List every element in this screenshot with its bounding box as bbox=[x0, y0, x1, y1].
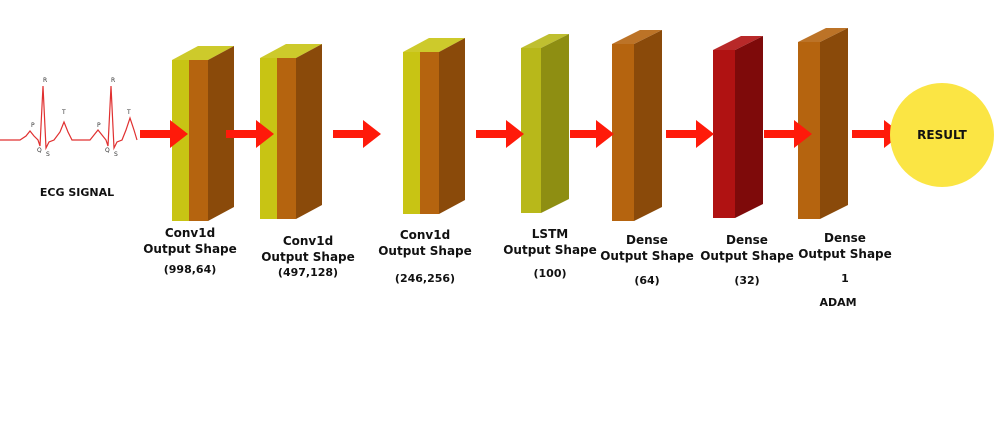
layer-name: Dense bbox=[626, 233, 668, 247]
ecg-waveform bbox=[0, 85, 138, 151]
output-shape-title: Output Shape bbox=[378, 244, 472, 258]
layer-block-front bbox=[798, 42, 820, 219]
output-shape-value: (64) bbox=[634, 274, 660, 287]
ecg-signal-label: ECG SIGNAL bbox=[39, 186, 115, 199]
output-shape-title: Output Shape bbox=[261, 250, 355, 264]
layer-block-side bbox=[820, 28, 848, 219]
output-shape-title: Output Shape bbox=[798, 247, 892, 261]
layer-block-6 bbox=[713, 36, 763, 218]
output-shape-title: Output Shape bbox=[143, 242, 237, 256]
output-shape-title: Output Shape bbox=[700, 249, 794, 263]
ecg-marker-q: Q bbox=[37, 147, 42, 154]
layer-block-4 bbox=[521, 34, 569, 213]
layer-name: Conv1d bbox=[164, 226, 216, 240]
layer-block-top bbox=[612, 30, 662, 44]
layer-block-7 bbox=[798, 28, 848, 219]
ecg-signal-graphic: P Q R S T P Q R S T bbox=[0, 77, 138, 158]
output-shape-value: (100) bbox=[533, 267, 567, 280]
result-label: RESULT bbox=[917, 128, 967, 142]
flow-arrow-4 bbox=[476, 120, 524, 148]
ecg-marker-s: S bbox=[114, 151, 118, 158]
layer-block-side bbox=[296, 44, 322, 219]
layer-block-5 bbox=[612, 30, 662, 221]
layer-block-front bbox=[612, 44, 634, 221]
ecg-marker-r: R bbox=[43, 77, 47, 84]
layer-name: Dense bbox=[726, 233, 768, 247]
layer-name: Dense bbox=[824, 231, 866, 245]
flow-arrow-3 bbox=[333, 120, 381, 148]
ecg-marker-p: P bbox=[97, 122, 101, 129]
layer-block-front bbox=[713, 50, 735, 218]
layer-block-side bbox=[439, 38, 465, 214]
layer-block-front bbox=[521, 48, 541, 213]
flow-arrow-2 bbox=[226, 120, 274, 148]
optimizer-label: ADAM bbox=[819, 296, 857, 309]
layer-block-accent bbox=[172, 60, 189, 221]
ecg-marker-r: R bbox=[111, 77, 115, 84]
layer-block-side bbox=[208, 46, 234, 221]
result-circle bbox=[890, 83, 994, 187]
output-shape-value: (32) bbox=[734, 274, 760, 287]
layer-name: Conv1d bbox=[399, 228, 451, 242]
layer-block-accent bbox=[403, 52, 420, 214]
layer-label-4: LSTM Output Shape bbox=[503, 226, 597, 258]
flow-arrow-7 bbox=[764, 120, 812, 148]
flow-arrow-1 bbox=[140, 120, 188, 148]
flow-arrow-6 bbox=[666, 120, 714, 148]
ecg-marker-s: S bbox=[46, 151, 50, 158]
layer-block-top bbox=[798, 28, 848, 42]
ecg-marker-q: Q bbox=[105, 147, 110, 154]
layer-block-top bbox=[172, 46, 234, 60]
output-shape-value: 1 bbox=[841, 272, 849, 285]
output-shape-value: (246,256) bbox=[394, 272, 456, 285]
output-shape-title: Output Shape bbox=[503, 243, 597, 257]
output-shape-value: (497,128) bbox=[277, 266, 339, 279]
result-node: RESULT bbox=[890, 83, 994, 187]
layer-name: Conv1d bbox=[282, 234, 334, 248]
ecg-marker-t: T bbox=[126, 109, 131, 116]
layer-block-accent bbox=[260, 58, 277, 219]
layer-name: LSTM bbox=[531, 227, 569, 241]
output-shape-value: (998,64) bbox=[163, 263, 217, 276]
ecg-marker-t: T bbox=[61, 109, 66, 116]
flow-arrows bbox=[140, 120, 902, 148]
layer-block-top bbox=[260, 44, 322, 58]
layer-block-side bbox=[634, 30, 662, 221]
flow-arrow-8 bbox=[852, 120, 902, 148]
layer-block-top bbox=[713, 36, 763, 50]
layer-block-3 bbox=[403, 38, 465, 214]
layer-block-top bbox=[403, 38, 465, 52]
flow-arrow-5 bbox=[570, 120, 614, 148]
layer-block-top bbox=[521, 34, 569, 48]
layer-block-side bbox=[735, 36, 763, 218]
ecg-marker-p: P bbox=[31, 122, 35, 129]
output-shape-title: Output Shape bbox=[600, 249, 694, 263]
layer-block-side bbox=[541, 34, 569, 213]
ecg-wave-markers: P Q R S T P Q R S T bbox=[31, 77, 131, 158]
